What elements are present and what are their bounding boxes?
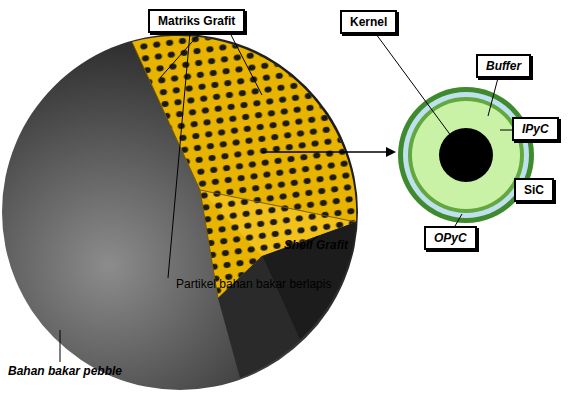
pebble-sphere	[2, 34, 358, 390]
label-box: Matriks Grafit	[148, 9, 245, 33]
label-box: Kernel	[340, 10, 397, 34]
label-box: OPyC	[424, 226, 477, 250]
label-text: SiC	[524, 183, 544, 197]
graphite-shell	[218, 256, 300, 378]
label-text: Buffer	[486, 59, 521, 73]
part-label: Partikel bahan bakar berlapis	[176, 277, 331, 291]
label-box: Buffer	[476, 54, 531, 78]
coated-particle	[398, 87, 534, 223]
label-box: SiC	[514, 178, 554, 202]
part-label: Bahan bakar pebble	[8, 364, 122, 378]
label-text: IPyC	[522, 122, 549, 136]
label-text: Kernel	[350, 15, 387, 29]
label-box: IPyC	[512, 117, 559, 141]
label-text: Matriks Grafit	[158, 14, 235, 28]
leader-lines	[60, 33, 526, 362]
part-label: Shell Grafit	[284, 238, 348, 252]
label-text: OPyC	[434, 231, 467, 245]
zoom-arrow	[262, 151, 394, 153]
